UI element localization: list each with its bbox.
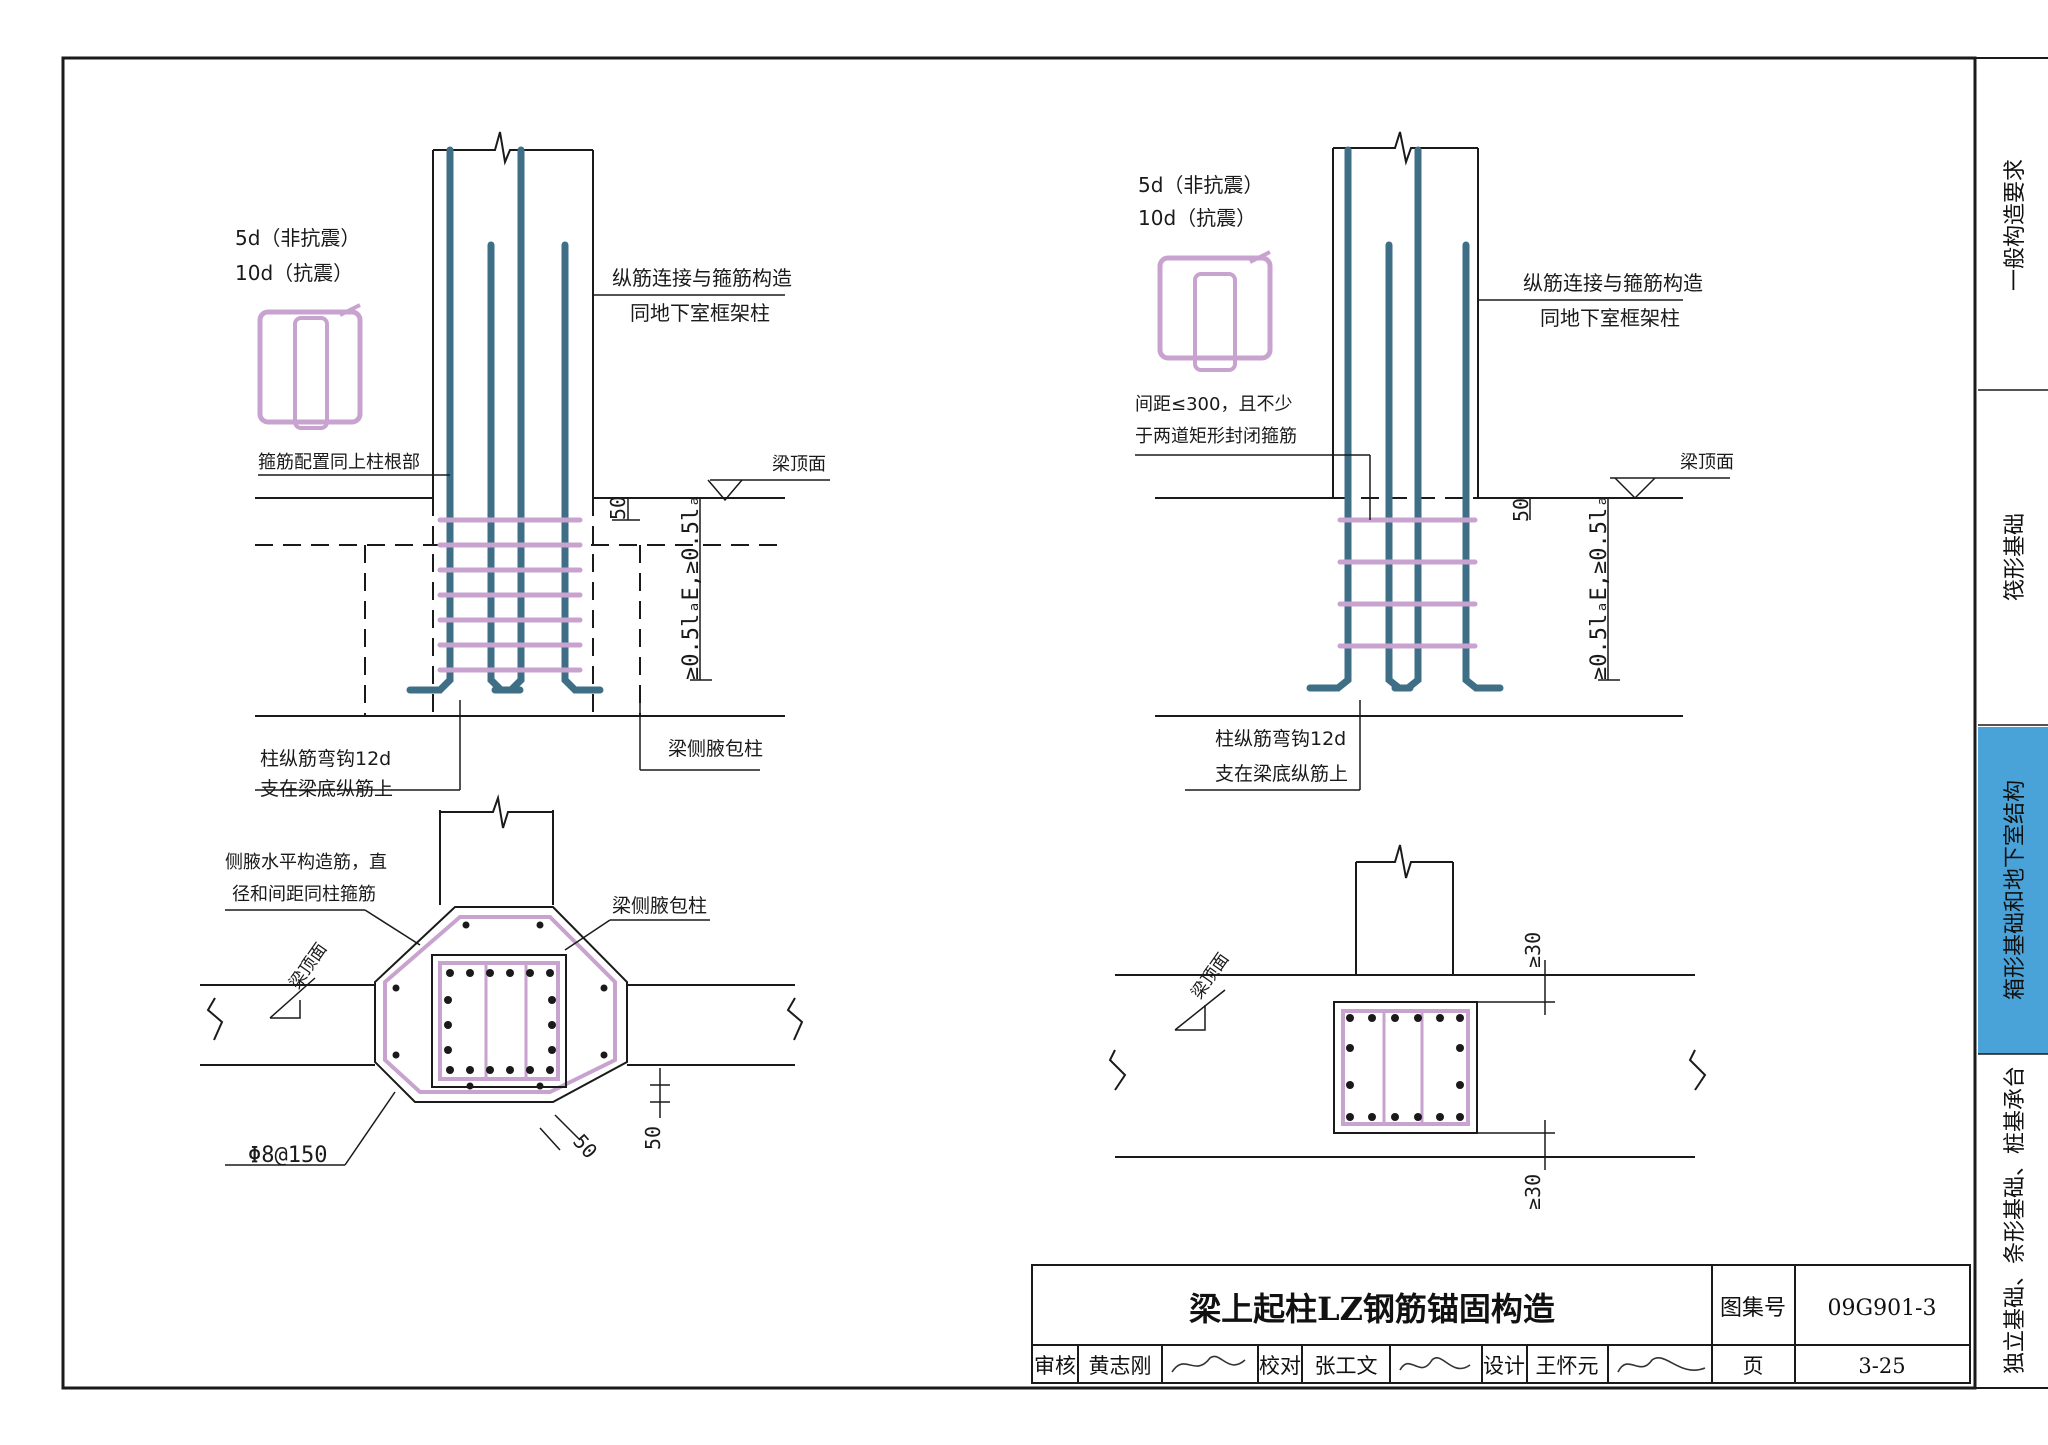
sidebar-tab-general[interactable]: 一般构造要求: [1978, 60, 2048, 391]
hook-note-noneq: 5d（非抗震）: [235, 226, 360, 250]
page-number: 3-25: [1858, 1354, 1905, 1378]
dim-50-label: 50: [1509, 498, 1533, 522]
right-elevation-labels: 5d（非抗震） 10d（抗震） 纵筋连接与箍筋构造 同地下室框架柱 间距≤300…: [1135, 173, 1734, 785]
sheet-border: [61, 56, 1977, 1390]
reviewer-name: 黄志刚: [1089, 1354, 1152, 1378]
anchor-length-label: ≥0.5lₐE,≥0.5lₐ: [1587, 495, 1612, 680]
dim-50-label: 50: [606, 496, 630, 520]
right-plan-bars: [1346, 1014, 1464, 1121]
hook-note-eq: 10d（抗震）: [1138, 206, 1256, 230]
right-elevation: [1155, 131, 1683, 717]
haunch-note: 梁侧腋包柱: [668, 738, 763, 760]
page-label: 页: [1743, 1354, 1764, 1378]
bar-spec-label: Φ8@150: [248, 1143, 327, 1168]
review-label: 审核: [1034, 1354, 1076, 1378]
anchor-length-label: ≥0.5lₐE,≥0.5lₐ: [679, 495, 704, 680]
bend-note-line2: 支在梁底纵筋上: [1215, 763, 1348, 785]
beam-top-label: 梁顶面: [1188, 950, 1234, 1003]
left-elevation-labels: 5d（非抗震） 10d（抗震） 纵筋连接与箍筋构造 同地下室框架柱 箍筋配置同上…: [235, 226, 826, 800]
bend-note-line2: 支在梁底纵筋上: [260, 778, 393, 800]
designer-signature: [1617, 1357, 1706, 1373]
sidebar-tab-raft[interactable]: 筏形基础: [1978, 392, 2048, 726]
left-stirrups: [437, 517, 583, 673]
rebar-note-line1: 纵筋连接与箍筋构造: [612, 266, 792, 290]
dim-30-top: ≥30: [1521, 932, 1545, 968]
left-plan-stirrups: [383, 915, 617, 1094]
right-plan-labels: 梁顶面 ≥30 ≥30: [1188, 932, 1545, 1210]
rebar-note-line1: 纵筋连接与箍筋构造: [1523, 271, 1703, 295]
sidebar: 一般构造要求 筏形基础 箱形基础和地下室结构 独立基础、条形基础、桩基承台: [1978, 60, 2048, 1386]
spacing-note-line2: 于两道矩形封闭箍筋: [1135, 426, 1297, 447]
sidebar-tab-isolated-foundation[interactable]: 独立基础、条形基础、桩基承台: [1978, 1056, 2048, 1386]
left-plan-bars: [392, 921, 608, 1090]
right-column-rebars: [1306, 146, 1504, 692]
dim-50-vert: 50: [641, 1126, 665, 1150]
beam-top-label: 梁顶面: [1680, 452, 1734, 473]
sidebar-tab-box-foundation[interactable]: 箱形基础和地下室结构: [1978, 727, 2048, 1055]
left-hook-symbol: [257, 303, 363, 430]
sidebar-tab-label: 一般构造要求: [2003, 159, 2028, 291]
right-plan-stirrups: [1341, 1009, 1470, 1126]
sidebar-tab-label: 独立基础、条形基础、桩基承台: [2003, 1066, 2028, 1374]
bend-note-line1: 柱纵筋弯钩12d: [1215, 728, 1346, 750]
checker-signature: [1399, 1357, 1471, 1371]
hook-note-eq: 10d（抗震）: [235, 261, 353, 285]
atlas-number: 09G901-3: [1828, 1296, 1937, 1321]
stirrup-note: 箍筋配置同上柱根部: [258, 452, 420, 473]
left-plan: [200, 794, 804, 1103]
right-hook-symbol: [1157, 250, 1273, 372]
spacing-note-line1: 间距≤300，且不少: [1135, 394, 1292, 415]
sidebar-tab-label: 箱形基础和地下室结构: [2003, 780, 2028, 1000]
designer-name: 王怀元: [1536, 1354, 1599, 1378]
right-stirrups: [1337, 517, 1478, 649]
rebar-note-line2: 同地下室框架柱: [1540, 306, 1680, 330]
left-plan-labels: 侧腋水平构造筋，直 径和间距同柱箍筋 梁侧腋包柱 梁顶面 Φ8@150 50 5…: [225, 852, 707, 1168]
check-label: 校对: [1259, 1354, 1301, 1378]
left-column-rebars: [406, 146, 604, 694]
side-bar-note-line1: 侧腋水平构造筋，直: [225, 852, 387, 873]
dim-30-bottom: ≥30: [1521, 1174, 1545, 1210]
checker-name: 张工文: [1315, 1354, 1378, 1378]
title-block: [1031, 1264, 1971, 1384]
haunch-note: 梁侧腋包柱: [612, 895, 707, 917]
rebar-note-line2: 同地下室框架柱: [630, 301, 770, 325]
design-label: 设计: [1483, 1354, 1525, 1378]
drawing-title: 梁上起柱LZ钢筋锚固构造: [1189, 1290, 1555, 1328]
beam-top-label: 梁顶面: [772, 454, 826, 475]
right-plan: [1108, 844, 1707, 1158]
side-bar-note-line2: 径和间距同柱箍筋: [232, 884, 376, 905]
sidebar-tab-label: 筏形基础: [2003, 513, 2028, 601]
reviewer-signature: [1171, 1355, 1246, 1373]
atlas-label: 图集号: [1720, 1296, 1786, 1321]
hook-note-noneq: 5d（非抗震）: [1138, 173, 1263, 197]
title-block-text: 梁上起柱LZ钢筋锚固构造 图集号 09G901-3 审核 黄志刚 校对 张工文 …: [1034, 1290, 1937, 1378]
bend-note-line1: 柱纵筋弯钩12d: [260, 748, 391, 770]
